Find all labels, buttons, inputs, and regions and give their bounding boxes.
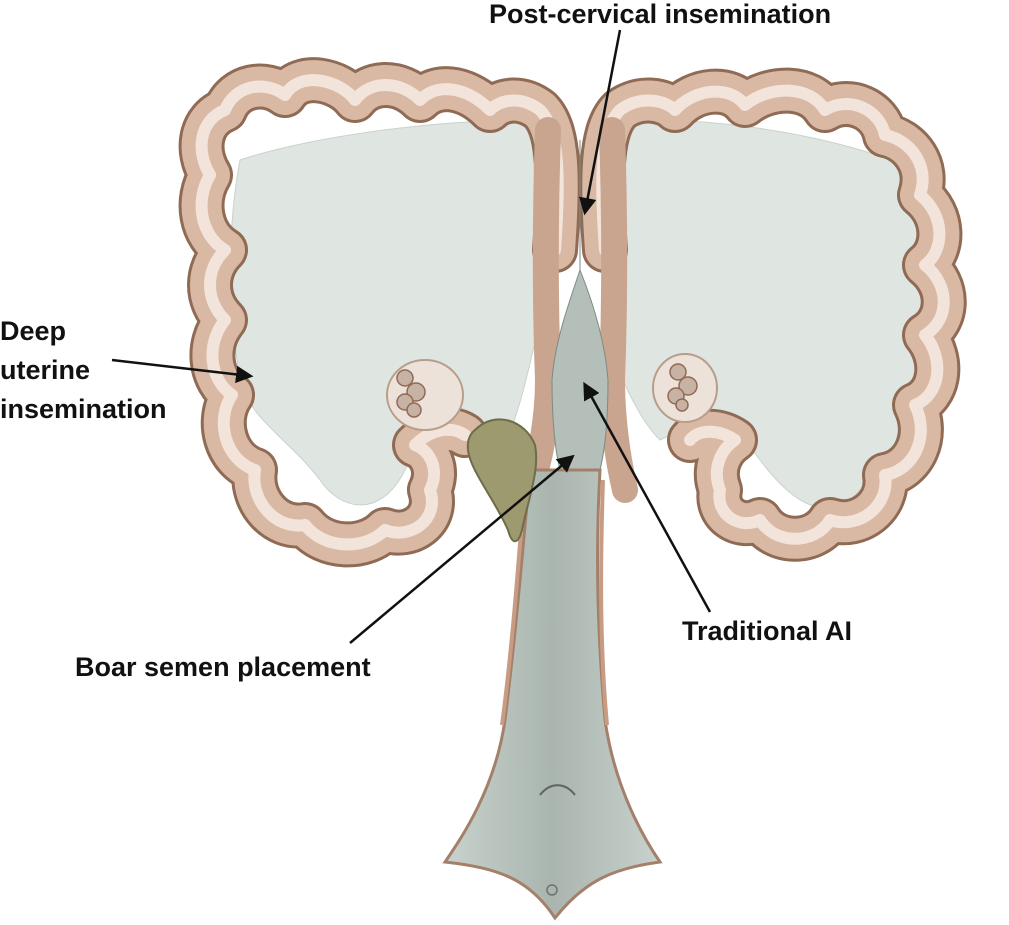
label-deep-line-3: insemination: [0, 394, 167, 424]
urinary-bladder: [466, 418, 538, 543]
broad-ligament-right: [604, 119, 931, 509]
label-post-cervical-insemination: Post-cervical insemination: [489, 0, 832, 29]
arrow-post-cervical: [579, 29, 622, 216]
label-deep-uterine-insemination: Deep uterine insemination: [0, 312, 167, 429]
label-traditional-ai: Traditional AI: [682, 616, 853, 646]
right-ovary: [652, 353, 718, 423]
label-deep-line-2: uterine: [0, 355, 91, 385]
uterine-body-wall-right: [598, 117, 638, 503]
label-boar-semen-placement: Boar semen placement: [75, 652, 371, 682]
arrow-boar-semen: [349, 454, 575, 644]
arrow-traditional-ai: [583, 381, 712, 613]
urethral-opening: [539, 784, 576, 796]
arrow-deep-uterine: [111, 358, 254, 384]
left-ovary: [386, 359, 464, 431]
clitoris-fossa: [546, 884, 558, 896]
uterine-body-wall-left: [517, 117, 562, 503]
label-deep-line-1: Deep: [0, 316, 67, 346]
